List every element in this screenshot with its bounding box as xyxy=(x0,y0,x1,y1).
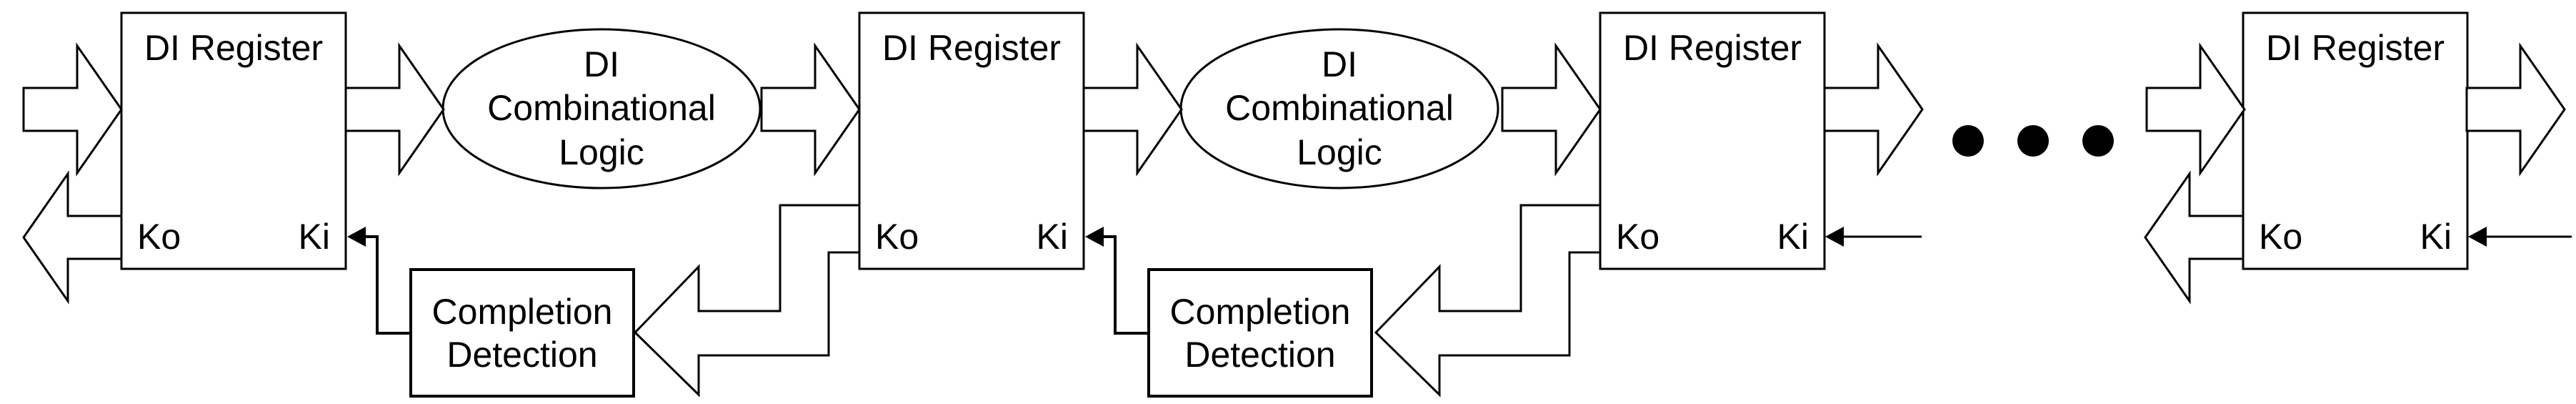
data-arrow-register1-to-logic1 xyxy=(344,42,445,177)
data-arrow-register2-to-logic2 xyxy=(1082,42,1183,177)
combinational-logic-1-line3: Logic xyxy=(559,132,644,172)
wire-cd2-to-register2-ki xyxy=(1085,227,1149,335)
register2-ki-arrowhead-icon xyxy=(1085,227,1104,247)
di-register-4-title: DI Register xyxy=(2266,28,2445,68)
di-register-2-ki-label: Ki xyxy=(1037,217,1068,257)
di-register-3-ko-label: Ko xyxy=(1616,217,1659,257)
completion-detection-2-line2: Detection xyxy=(1184,335,1335,375)
combinational-logic-2-line3: Logic xyxy=(1297,132,1382,172)
register4-ki-arrowhead-icon xyxy=(2468,227,2487,247)
di-register-2: DI Register Ko Ki xyxy=(858,11,1085,270)
di-register-4: DI Register Ko Ki xyxy=(2242,11,2469,270)
di-register-3: DI Register Ko Ki xyxy=(1599,11,1826,270)
combinational-logic-1-line2: Combinational xyxy=(487,88,716,128)
di-register-1: DI Register Ko Ki xyxy=(120,11,347,270)
completion-detection-1-box xyxy=(409,268,635,398)
completion-detection-2-box xyxy=(1147,268,1373,398)
data-arrow-pipeline-output xyxy=(2465,42,2566,177)
di-register-3-ki-label: Ki xyxy=(1777,217,1809,257)
combinational-logic-1-line1: DI xyxy=(584,44,619,84)
wire-cd1-to-register1-ki-path xyxy=(364,235,411,335)
di-register-4-box xyxy=(2242,11,2469,270)
pipeline-ellipsis xyxy=(1952,125,2114,157)
completion-detection-1-line1: Completion xyxy=(432,292,613,332)
wire-register4-ki-input xyxy=(2468,227,2572,247)
register1-ki-arrowhead-icon xyxy=(347,227,366,247)
completion-detection-2: Completion Detection xyxy=(1147,268,1373,398)
data-arrow-logic1-to-register2 xyxy=(760,42,861,177)
di-register-2-title: DI Register xyxy=(882,28,1061,68)
di-register-2-ko-label: Ko xyxy=(875,217,919,257)
completion-detection-2-line1: Completion xyxy=(1170,292,1351,332)
di-register-3-box xyxy=(1599,11,1826,270)
data-arrow-register4-input xyxy=(2145,42,2246,177)
ack-arrow-register3-ko-to-cd2 xyxy=(1374,204,1602,398)
di-register-1-title: DI Register xyxy=(144,28,323,68)
combinational-logic-2: DI Combinational Logic xyxy=(1179,28,1499,189)
combinational-logic-1: DI Combinational Logic xyxy=(441,28,762,189)
ellipsis-dot-1 xyxy=(1952,125,1984,157)
completion-detection-1-line2: Detection xyxy=(446,335,597,375)
ack-arrow-register4-ko-out xyxy=(2144,170,2245,305)
ack-arrow-register2-ko-to-cd1 xyxy=(633,204,861,398)
data-arrow-register3-output xyxy=(1823,42,1924,177)
wire-cd2-to-register2-ki-path xyxy=(1102,235,1149,335)
completion-detection-1: Completion Detection xyxy=(409,268,635,398)
register3-ki-arrowhead-icon xyxy=(1825,227,1844,247)
ellipsis-dot-3 xyxy=(2082,125,2114,157)
data-arrow-logic2-to-register3 xyxy=(1501,42,1602,177)
di-register-4-ko-label: Ko xyxy=(2259,217,2302,257)
di-register-1-ki-label: Ki xyxy=(299,217,330,257)
wire-register3-ki-input xyxy=(1825,227,1922,247)
di-register-3-title: DI Register xyxy=(1623,28,1802,68)
di-register-4-ki-label: Ki xyxy=(2420,217,2452,257)
combinational-logic-2-line1: DI xyxy=(1322,44,1357,84)
combinational-logic-2-line2: Combinational xyxy=(1225,88,1454,128)
wire-cd1-to-register1-ki xyxy=(347,227,411,335)
ellipsis-dot-2 xyxy=(2017,125,2049,157)
di-register-1-ko-label: Ko xyxy=(137,217,181,257)
ack-arrow-register1-ko-out xyxy=(22,170,123,305)
di-register-1-box xyxy=(120,11,347,270)
data-arrow-pipeline-input xyxy=(22,42,123,177)
di-register-2-box xyxy=(858,11,1085,270)
